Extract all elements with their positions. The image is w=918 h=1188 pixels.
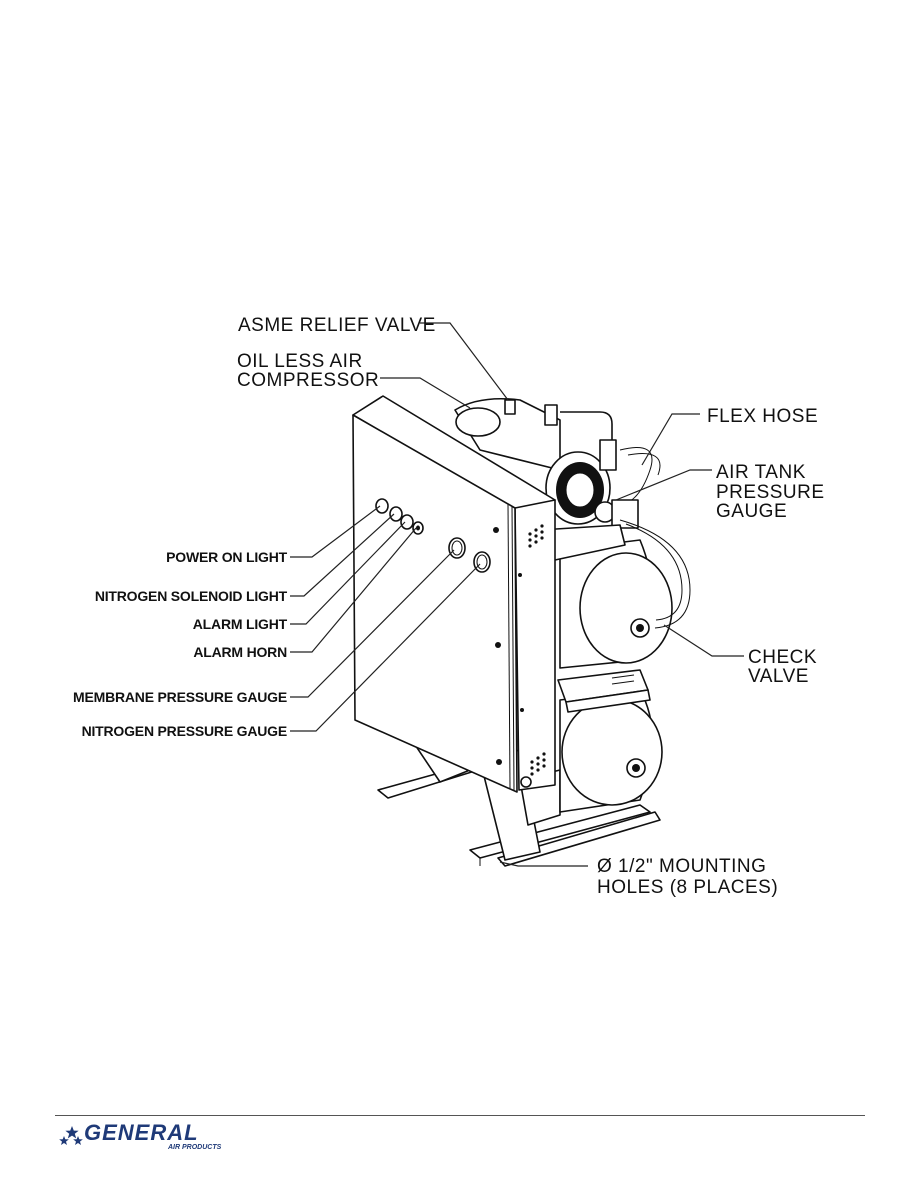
label-power-on-light: POWER ON LIGHT (166, 549, 288, 565)
leader-lines-right (380, 322, 744, 867)
nitrogen-solenoid-light (389, 506, 403, 522)
label-membrane-pressure-gauge: MEMBRANE PRESSURE GAUGE (73, 689, 287, 705)
vent-grille-bottom (530, 752, 546, 776)
label-nitrogen-solenoid-light: NITROGEN SOLENOID LIGHT (95, 588, 288, 604)
vent-grille-top (528, 524, 544, 548)
label-alarm-light: ALARM LIGHT (193, 616, 288, 632)
logo-subtitle: AIR PRODUCTS (168, 1144, 222, 1151)
compressor-assembly (454, 397, 691, 629)
label-oil-less-air-compressor-1: OIL LESS AIR (237, 351, 363, 372)
company-logo: GENERAL AIR PRODUCTS (58, 1120, 228, 1156)
label-check-valve-2: VALVE (748, 666, 809, 687)
stars-icon (59, 1126, 83, 1145)
label-oil-less-air-compressor-2: COMPRESSOR (237, 370, 379, 391)
alarm-light (400, 514, 414, 530)
callouts-right: ASME RELIEF VALVE OIL LESS AIR COMPRESSO… (237, 315, 825, 898)
label-air-tank-2: PRESSURE (716, 482, 825, 503)
footer-divider (55, 1115, 865, 1116)
callouts-left: POWER ON LIGHT NITROGEN SOLENOID LIGHT A… (73, 549, 288, 739)
label-nitrogen-pressure-gauge: NITROGEN PRESSURE GAUGE (82, 723, 287, 739)
label-asme-relief-valve: ASME RELIEF VALVE (238, 315, 436, 336)
label-alarm-horn: ALARM HORN (193, 644, 287, 660)
label-air-tank-3: GAUGE (716, 501, 787, 522)
label-mounting-holes-1: Ø 1/2" MOUNTING (597, 856, 766, 877)
control-enclosure (352, 395, 556, 793)
label-air-tank-1: AIR TANK (716, 462, 806, 483)
label-flex-hose: FLEX HOSE (707, 406, 818, 427)
label-mounting-holes-2: HOLES (8 PLACES) (597, 877, 778, 898)
upper-air-tank (559, 539, 673, 669)
power-on-light (375, 498, 389, 514)
leader-lines-left (290, 505, 481, 732)
lower-air-tank (557, 669, 663, 813)
label-check-valve-1: CHECK (748, 647, 817, 668)
logo-wordmark: GENERAL (84, 1120, 199, 1145)
